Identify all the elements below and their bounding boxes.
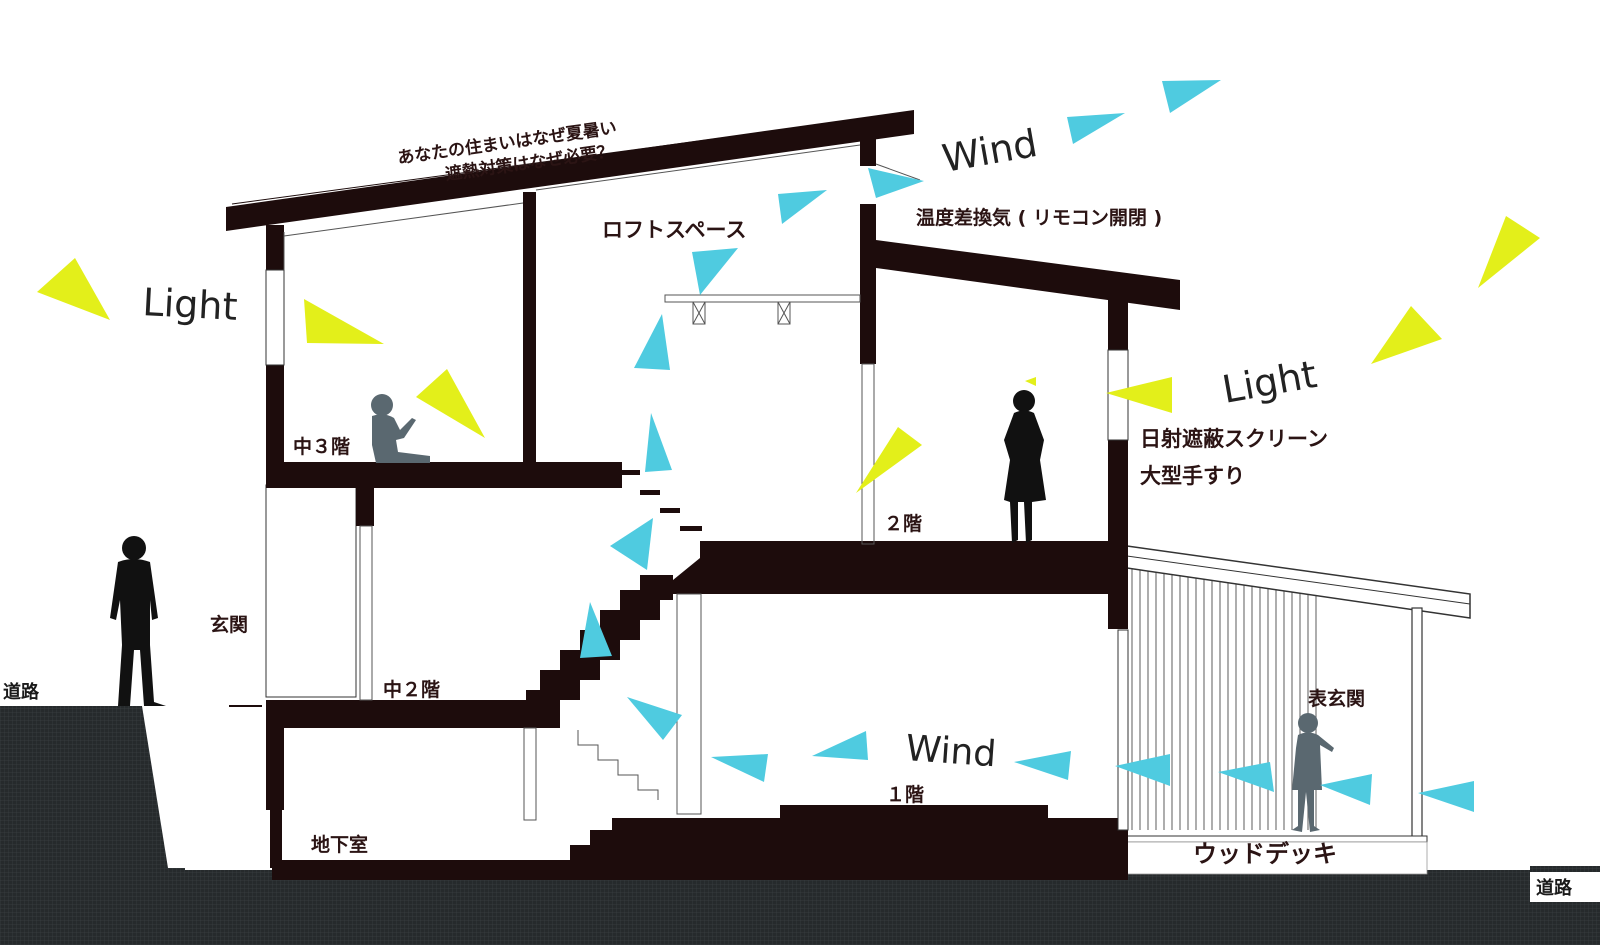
house-structure — [226, 110, 1180, 880]
interior-details — [283, 144, 921, 821]
screen-label: 日射遮蔽スクリーン — [1140, 427, 1328, 451]
ground — [0, 706, 1600, 945]
entrance-left-label: 玄関 — [210, 613, 248, 636]
sitting-child-figure — [371, 394, 430, 463]
basement-label: 地下室 — [311, 833, 368, 856]
wood-deck-label: ウッドデッキ — [1193, 840, 1337, 868]
wind-arrows — [580, 80, 1474, 812]
floor2-label: ２階 — [884, 513, 922, 535]
road-right-label: 道路 — [1536, 877, 1573, 899]
ventilation-label: 温度差換気 ( リモコン開閉 ) — [916, 206, 1162, 229]
floor1-label: １階 — [886, 784, 924, 806]
light-label-left: Light — [142, 280, 239, 329]
handrail-label: 大型手すり — [1140, 464, 1245, 488]
road-left-label: 道路 — [3, 681, 40, 703]
wind-label-bottom: Wind — [904, 728, 997, 775]
light-label-right: Light — [1219, 352, 1320, 412]
light-arrows — [37, 216, 1540, 493]
adult-figure-left — [110, 536, 166, 706]
front-entrance-label: 表玄関 — [1308, 687, 1365, 710]
mid3-label: 中３階 — [293, 435, 350, 458]
wind-label-top: Wind — [939, 121, 1041, 181]
loft-label: ロフトスペース — [602, 218, 746, 242]
adult-figure-right — [1004, 390, 1046, 543]
standing-child-figure — [1292, 713, 1334, 832]
mid2-label: 中２階 — [383, 678, 440, 701]
